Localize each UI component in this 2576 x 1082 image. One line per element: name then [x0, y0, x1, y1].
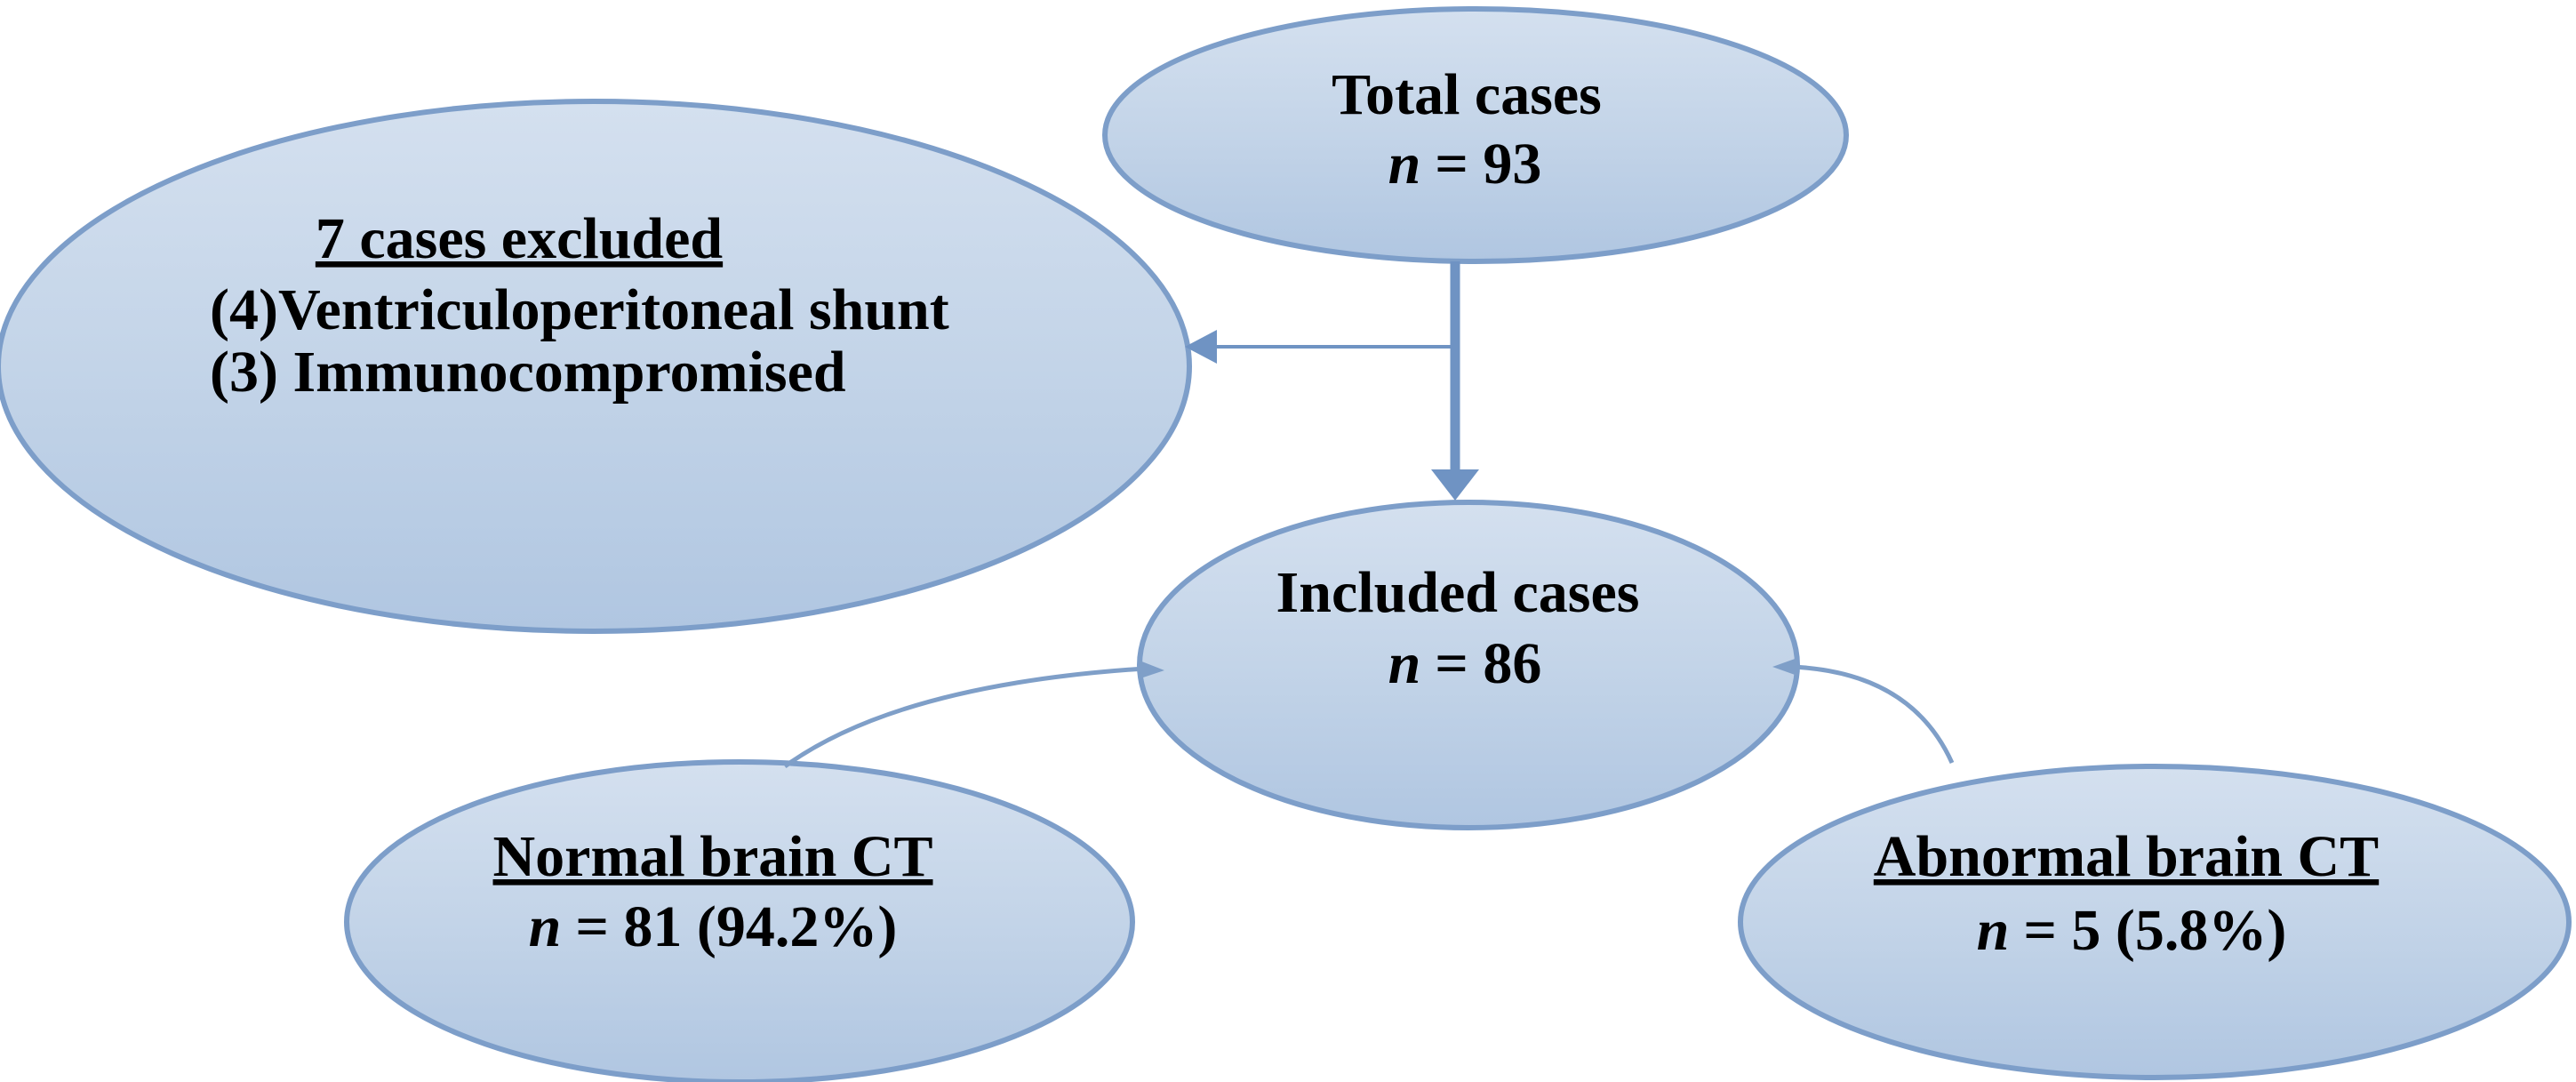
- abnormal-ct-ellipse: [1738, 764, 2572, 1080]
- connector-included-to-abnormal: [1772, 658, 1955, 765]
- normal-ct-ellipse: [344, 759, 1135, 1082]
- normal-ct-count: n= 81 (94.2%): [529, 894, 898, 959]
- included-cases-title: Included cases: [1276, 560, 1640, 625]
- left-arrowhead-icon: [1185, 330, 1217, 364]
- excluded-title: 7 cases excluded: [316, 206, 723, 271]
- left-arrowhead-small-icon: [1772, 658, 1797, 676]
- normal-ct-title: Normal brain CT: [493, 824, 933, 889]
- total-cases-count: n= 93: [1388, 132, 1542, 196]
- right-arrowhead-small-icon: [1140, 661, 1164, 678]
- connector-included-to-normal: [783, 661, 1164, 769]
- abnormal-ct-count-value: = 5 (5.8%): [2023, 898, 2286, 963]
- normal-ct-count-n: n: [529, 894, 562, 959]
- included-cases-count-value: = 86: [1435, 631, 1541, 696]
- included-cases-count: n= 86: [1388, 631, 1542, 696]
- abnormal-ct-count-n: n: [1977, 898, 2010, 963]
- down-arrowhead-icon: [1431, 469, 1479, 501]
- total-cases-title: Total cases: [1332, 62, 1602, 127]
- excluded-reason-1: (4)Ventriculoperitoneal shunt: [210, 277, 949, 342]
- excluded-node: 7 cases excluded (4)Ventriculoperitoneal…: [0, 99, 1192, 634]
- abnormal-ct-count: n= 5 (5.8%): [1977, 898, 2287, 963]
- total-cases-count-value: = 93: [1435, 132, 1541, 196]
- included-cases-node: Included cases n= 86: [1137, 500, 1800, 830]
- abnormal-ct-node: Abnormal brain CT n= 5 (5.8%): [1738, 764, 2572, 1080]
- total-cases-ellipse: [1102, 6, 1849, 264]
- arrow-total-to-included: [1431, 261, 1479, 501]
- connector-included-to-abnormal-path: [1791, 664, 1955, 765]
- connector-included-to-normal-path: [783, 666, 1146, 769]
- normal-ct-node: Normal brain CT n= 81 (94.2%): [344, 759, 1135, 1082]
- abnormal-ct-title: Abnormal brain CT: [1874, 824, 2379, 889]
- normal-ct-count-value: = 81 (94.2%): [575, 894, 897, 959]
- total-cases-count-n: n: [1388, 132, 1421, 196]
- excluded-ellipse: [0, 99, 1192, 634]
- arrow-branch-to-excluded: [1185, 330, 1457, 364]
- included-cases-count-n: n: [1388, 631, 1421, 696]
- total-cases-node: Total cases n= 93: [1102, 6, 1849, 264]
- excluded-reason-2: (3) Immunocompromised: [210, 340, 846, 405]
